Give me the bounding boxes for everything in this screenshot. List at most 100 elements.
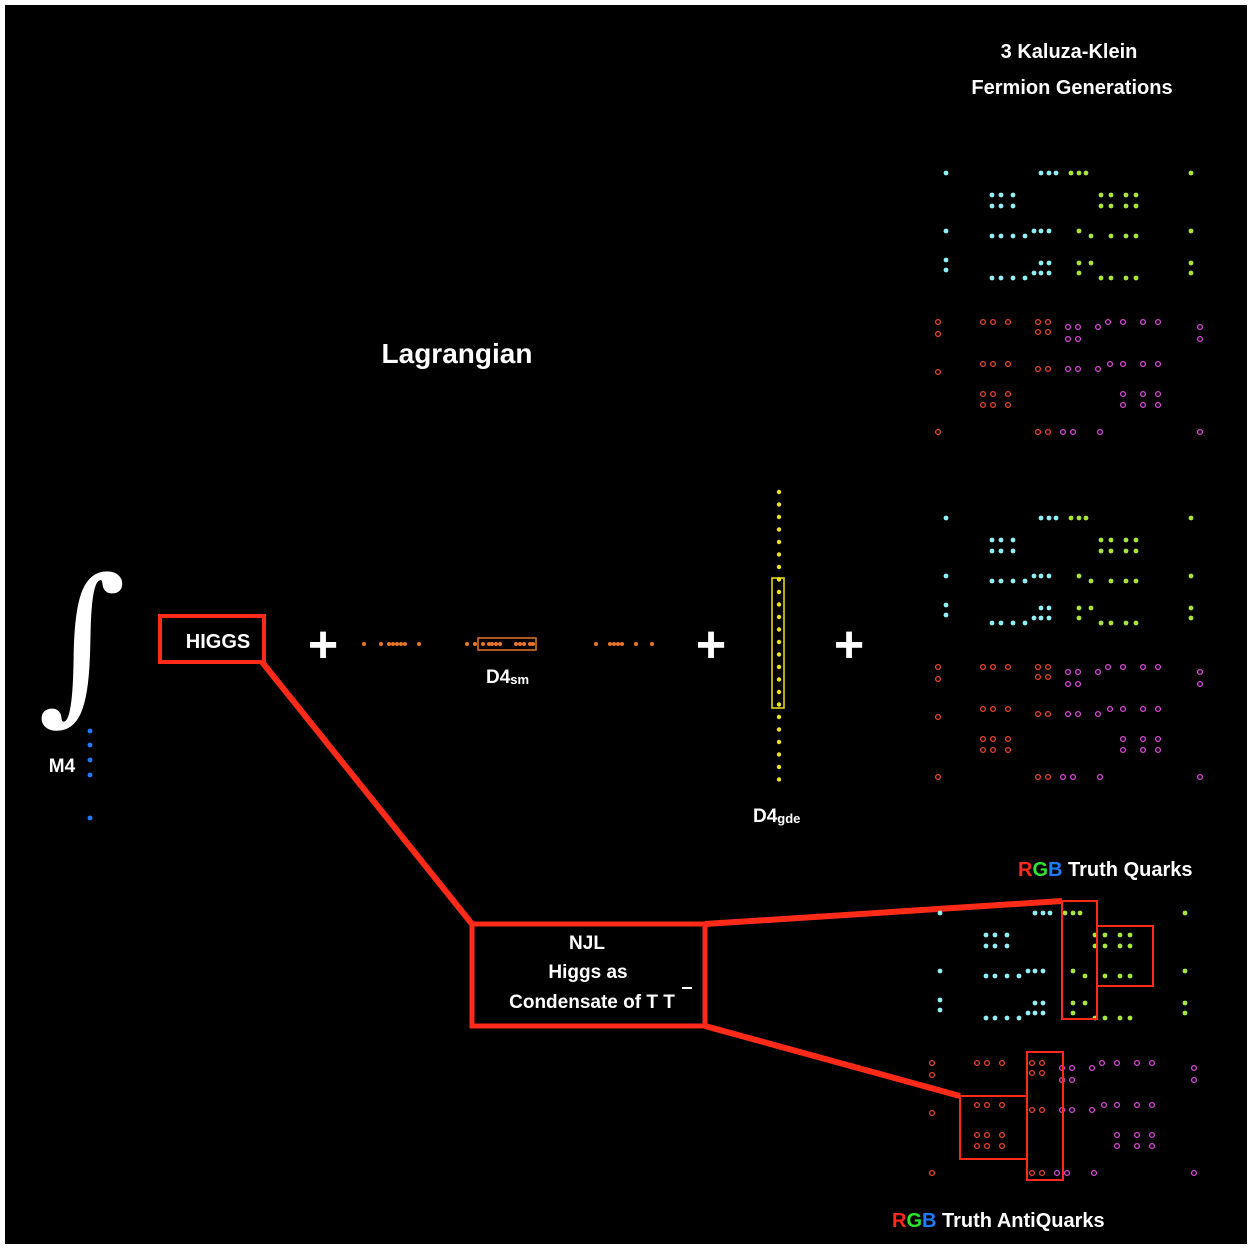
antiquark-dot — [1119, 746, 1127, 754]
antiquark-dot — [1113, 1059, 1121, 1067]
quark-dot — [1108, 275, 1114, 281]
antiquark-dot — [928, 1109, 936, 1117]
antiquark-dot — [1196, 668, 1204, 676]
quark-dot — [1038, 270, 1044, 276]
antiquark-dot — [1154, 318, 1162, 326]
quark-dot — [1032, 968, 1038, 974]
quark-dot — [1053, 170, 1059, 176]
antiquark-dot — [1069, 773, 1077, 781]
quark-dot — [1046, 605, 1052, 611]
quark-dot — [1188, 605, 1194, 611]
d4sm-dot — [616, 642, 620, 646]
antiquark-dot — [1100, 1101, 1108, 1109]
antiquark-dot — [1196, 680, 1204, 688]
njl-to-quarks-line — [704, 898, 1063, 927]
antiquark-dot — [934, 675, 942, 683]
quark-dot — [943, 602, 949, 608]
antiquark-dot — [1190, 1076, 1198, 1084]
antiquark-dot — [1096, 428, 1104, 436]
antiquark-block-box — [959, 1095, 1028, 1160]
quark-dot — [998, 203, 1004, 209]
d4gde-dot — [776, 502, 782, 507]
antiquark-dot — [983, 1101, 991, 1109]
quark-dot — [1123, 578, 1129, 584]
antiquark-dot — [1038, 1169, 1046, 1177]
antiquark-dot — [928, 1071, 936, 1079]
truth-antiquarks-label: RGB Truth AntiQuarks — [892, 1210, 1105, 1232]
quark-dot — [989, 537, 995, 543]
black-background — [5, 5, 1247, 1244]
antiquark-dot — [1196, 428, 1204, 436]
quark-dot — [943, 515, 949, 521]
antiquark-dot — [1196, 335, 1204, 343]
lagrangian-title: Lagrangian — [382, 338, 533, 369]
quark-dot — [1040, 968, 1046, 974]
quark-dot — [1098, 275, 1104, 281]
d4sm-box — [477, 637, 537, 651]
quark-dot — [1010, 620, 1016, 626]
quark-dot — [1031, 270, 1037, 276]
antiquark-dot — [983, 1059, 991, 1067]
antiquark-dot — [1044, 673, 1052, 681]
d4gde-dots — [776, 489, 782, 782]
antiquark-dot — [973, 1101, 981, 1109]
quark-dot — [1083, 515, 1089, 521]
antiquark-dot — [1148, 1059, 1156, 1067]
quark-dot — [1108, 233, 1114, 239]
antiquark-dot — [1064, 668, 1072, 676]
antiquark-dot — [1064, 323, 1072, 331]
quark-dot — [1188, 170, 1194, 176]
antiquark-dot — [1068, 1076, 1076, 1084]
quark-dot — [1068, 515, 1074, 521]
d4sm-dot — [465, 642, 469, 646]
quark-dot — [1123, 192, 1129, 198]
antiquark-dot — [1133, 1101, 1141, 1109]
antiquark-dot — [1090, 1169, 1098, 1177]
antiquark-dot — [1044, 428, 1052, 436]
quark-dot — [1098, 620, 1104, 626]
quark-dot — [1076, 605, 1082, 611]
quark-dot — [1068, 170, 1074, 176]
antiquark-dot — [934, 663, 942, 671]
antiquark-dot — [1028, 1069, 1036, 1077]
antiquark-dot — [1028, 1059, 1036, 1067]
antiquark-dot — [1119, 390, 1127, 398]
antiquark-dot — [1074, 323, 1082, 331]
quark-dot — [1016, 1015, 1022, 1021]
antiquark-dot — [979, 401, 987, 409]
antiquark-dot — [1139, 735, 1147, 743]
quark-dot — [1188, 515, 1194, 521]
antiquark-dot — [1064, 335, 1072, 343]
antiquark-dot — [979, 705, 987, 713]
truth-quarks-label: RGB Truth Quarks — [1018, 859, 1193, 881]
quark-dot — [1004, 932, 1010, 938]
d4gde-dot — [776, 689, 782, 695]
quark-dot — [937, 1007, 943, 1013]
antiquark-dot — [1074, 668, 1082, 676]
d4gde-dot — [776, 602, 782, 607]
m4-dot — [87, 772, 93, 778]
antiquark-dot — [1113, 1131, 1121, 1139]
quark-dot — [1182, 1000, 1188, 1006]
antiquark-dot — [1139, 705, 1147, 713]
quark-dot — [1102, 973, 1108, 979]
quark-dot — [1182, 1010, 1188, 1016]
quark-dot — [1010, 537, 1016, 543]
antiquark-dot — [983, 1142, 991, 1150]
antiquark-dot — [1059, 428, 1067, 436]
antiquark-dot — [1154, 735, 1162, 743]
antiquark-dot — [979, 360, 987, 368]
quark-block-box — [1096, 925, 1154, 987]
quark-dot — [1025, 968, 1031, 974]
quark-dot — [998, 275, 1004, 281]
quark-dot — [992, 943, 998, 949]
quark-dot — [1098, 192, 1104, 198]
quark-dot — [1127, 943, 1133, 949]
quark-dot — [1046, 573, 1052, 579]
d4sm-dot — [612, 642, 616, 646]
quark-dot — [1188, 270, 1194, 276]
antiquark-dot — [1064, 710, 1072, 718]
quark-dot — [1031, 228, 1037, 234]
antiquark-dot — [998, 1059, 1006, 1067]
d4gde-dot — [776, 777, 782, 782]
